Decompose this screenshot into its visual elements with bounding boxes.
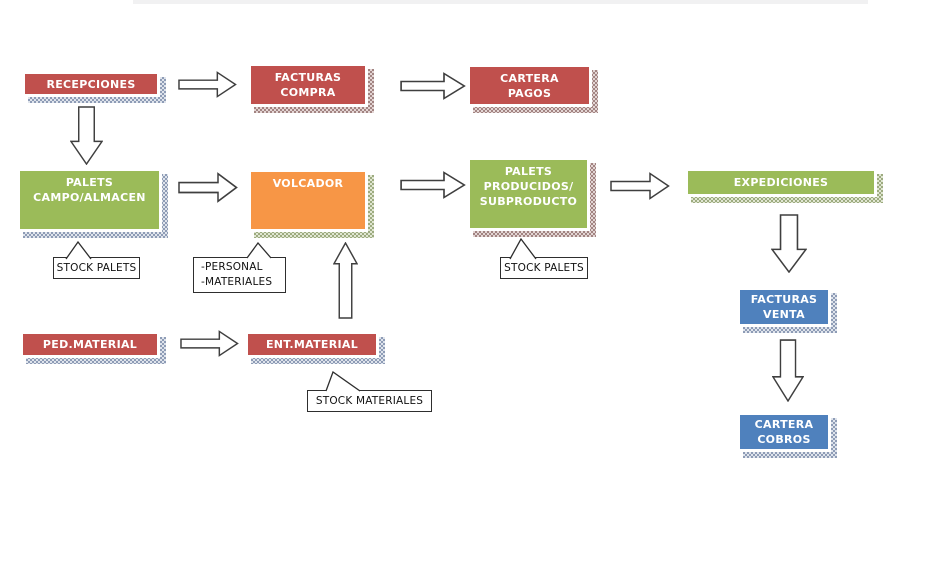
- right-arrow-icon-volcador-to-palets-producidos: [400, 171, 466, 199]
- node-cartera-pagos: CARTERA PAGOS: [467, 64, 598, 113]
- node-label: RECEPCIONES: [46, 77, 136, 91]
- node-expediciones: EXPEDICIONES: [685, 168, 883, 203]
- right-arrow-icon-palets-campo-to-volcador: [178, 172, 238, 203]
- callout-stock-palets-right: STOCK PALETS: [500, 238, 588, 279]
- callout-label: STOCK PALETS: [504, 261, 584, 274]
- node-label: FACTURAS: [750, 293, 818, 306]
- node-facturas-venta: FACTURAS VENTA: [737, 287, 837, 333]
- callout-box: -PERSONAL -MATERIALES: [193, 257, 286, 293]
- down-arrow-icon-facturas-venta-to-cartera-cobros: [772, 339, 804, 402]
- callout-volcador-inputs: -PERSONAL -MATERIALES: [193, 242, 286, 293]
- node-label: COBROS: [757, 433, 811, 446]
- callout-label: STOCK PALETS: [56, 261, 137, 274]
- callout-pointer-icon: [509, 238, 537, 260]
- node-ped-material: PED.MATERIAL: [20, 331, 166, 364]
- node-label: EXPEDICIONES: [733, 176, 829, 189]
- node-volcador: VOLCADOR: [248, 169, 374, 238]
- callout-pointer-icon: [246, 242, 272, 259]
- node-label: PALETS: [504, 165, 553, 178]
- node-facturas-compra: FACTURAS COMPRA: [248, 63, 374, 113]
- node-label: COMPRA: [280, 86, 336, 99]
- callout-label: -PERSONAL: [201, 261, 263, 273]
- node-label: VOLCADOR: [272, 177, 344, 190]
- up-arrow-icon-ent-material-to-volcador: [333, 242, 358, 319]
- right-arrow-icon-ped-material-to-ent-material: [180, 330, 239, 357]
- callout-box: STOCK PALETS: [500, 257, 588, 279]
- node-label: PED.MATERIAL: [42, 338, 138, 351]
- node-label: CARTERA: [500, 71, 559, 85]
- callout-box: STOCK MATERIALES: [307, 390, 432, 412]
- right-arrow-icon-recepciones-to-facturas-compra: [178, 71, 237, 98]
- callout-box: STOCK PALETS: [53, 257, 140, 279]
- node-label: SUBPRODUCTO: [479, 195, 578, 208]
- node-palets-campo-almacen: PALETS CAMPO/ALMACEN: [17, 168, 168, 238]
- node-label: PAGOS: [507, 86, 552, 100]
- down-arrow-icon-expediciones-to-facturas-venta: [771, 214, 807, 273]
- callout-stock-palets-left: STOCK PALETS: [53, 241, 140, 279]
- node-cartera-cobros: CARTERA COBROS: [737, 412, 837, 458]
- node-label: PRODUCIDOS/: [483, 180, 574, 193]
- node-label: ENT.MATERIAL: [265, 338, 359, 351]
- callout-stock-materiales: STOCK MATERIALES: [307, 371, 432, 412]
- right-arrow-icon-facturas-compra-to-cartera-pagos: [400, 72, 466, 100]
- callout-pointer-icon: [325, 371, 361, 392]
- callout-label: -MATERIALES: [201, 276, 273, 288]
- right-arrow-icon-palets-producidos-to-expediciones: [610, 172, 670, 200]
- node-ent-material: ENT.MATERIAL: [245, 331, 385, 364]
- node-label: FACTURAS: [274, 71, 342, 84]
- node-label: CARTERA: [754, 418, 814, 431]
- node-label: PALETS: [65, 176, 114, 189]
- page-top-rule: [133, 0, 868, 4]
- node-recepciones: RECEPCIONES: [22, 71, 166, 103]
- node-label: CAMPO/ALMACEN: [33, 191, 146, 204]
- callout-label: STOCK MATERIALES: [315, 394, 424, 407]
- down-arrow-icon-recepciones-to-palets-campo: [70, 106, 103, 165]
- node-label: VENTA: [763, 308, 805, 321]
- node-palets-producidos: PALETS PRODUCIDOS/ SUBPRODUCTO: [467, 157, 596, 237]
- callout-pointer-icon: [65, 241, 92, 260]
